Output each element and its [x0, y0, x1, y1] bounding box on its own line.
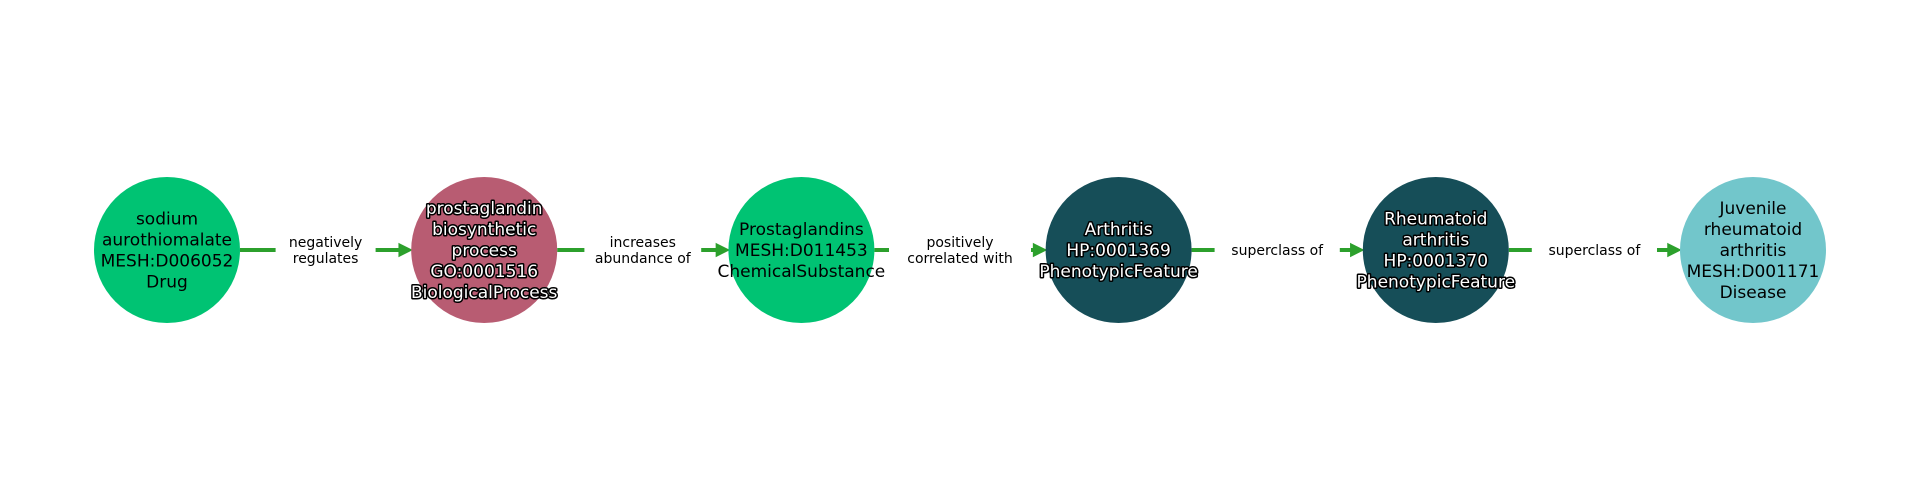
arrowhead-icon: [715, 242, 731, 258]
node-label: prostaglandin: [426, 199, 543, 219]
node-label: biosynthetic: [432, 220, 536, 240]
node-label: HP:0001370: [1384, 252, 1488, 272]
node-circle[interactable]: [94, 177, 240, 323]
graph-node[interactable]: ProstaglandinsMESH:D011453ChemicalSubsta…: [718, 177, 886, 323]
node-label: aurothiomalate: [102, 231, 232, 251]
node-circle[interactable]: [1362, 177, 1509, 323]
node-circle[interactable]: [1680, 177, 1826, 323]
node-label: HP:0001369: [1066, 241, 1170, 261]
arrowhead-icon: [1350, 242, 1365, 258]
node-label: Rheumatoid: [1384, 210, 1487, 230]
node-label: process: [452, 241, 517, 261]
edge-label: negatively: [289, 235, 362, 251]
node-label: MESH:D006052: [101, 252, 234, 272]
node-label: rheumatoid: [1704, 220, 1802, 240]
edge-label: correlated with: [907, 251, 1012, 267]
arrowhead-icon: [1667, 242, 1682, 258]
graph-node[interactable]: RheumatoidarthritisHP:0001370PhenotypicF…: [1355, 177, 1517, 323]
edge-label: superclass of: [1231, 243, 1324, 259]
node-circle[interactable]: [1045, 177, 1192, 323]
node-label: arthritis: [1402, 231, 1469, 251]
node-label: arthritis: [1720, 241, 1787, 261]
node-label: Disease: [1720, 283, 1787, 303]
edge-label: increases: [610, 235, 676, 251]
edge: superclass of: [1508, 242, 1682, 259]
node-label: PhenotypicFeature: [1039, 262, 1198, 282]
node-label: BiologicalProcess: [411, 283, 558, 303]
graph-node[interactable]: prostaglandinbiosyntheticprocessGO:00015…: [409, 177, 559, 323]
node-label: GO:0001516: [430, 262, 538, 282]
node-label: ChemicalSubstance: [718, 262, 886, 282]
graph-node[interactable]: JuvenilerheumatoidarthritisMESH:D001171D…: [1680, 177, 1826, 323]
node-label: MESH:D011453: [735, 241, 868, 261]
node-label: sodium: [136, 210, 198, 230]
arrowhead-icon: [1032, 242, 1048, 258]
node-label: Prostaglandins: [739, 220, 864, 240]
edge-label: positively: [926, 235, 993, 251]
edge-label: abundance of: [595, 251, 692, 267]
node-label: Juvenile: [1719, 199, 1787, 219]
node-label: Drug: [146, 273, 188, 293]
node-circle[interactable]: [411, 177, 558, 323]
node-label: Arthritis: [1085, 220, 1153, 240]
node-label: PhenotypicFeature: [1357, 273, 1516, 293]
edge-label: superclass of: [1548, 243, 1641, 259]
arrowhead-icon: [398, 242, 413, 258]
node-label: MESH:D001171: [1687, 262, 1820, 282]
node-circle[interactable]: [728, 177, 875, 323]
edge: superclass of: [1191, 242, 1365, 259]
edge-label: regulates: [293, 251, 359, 267]
